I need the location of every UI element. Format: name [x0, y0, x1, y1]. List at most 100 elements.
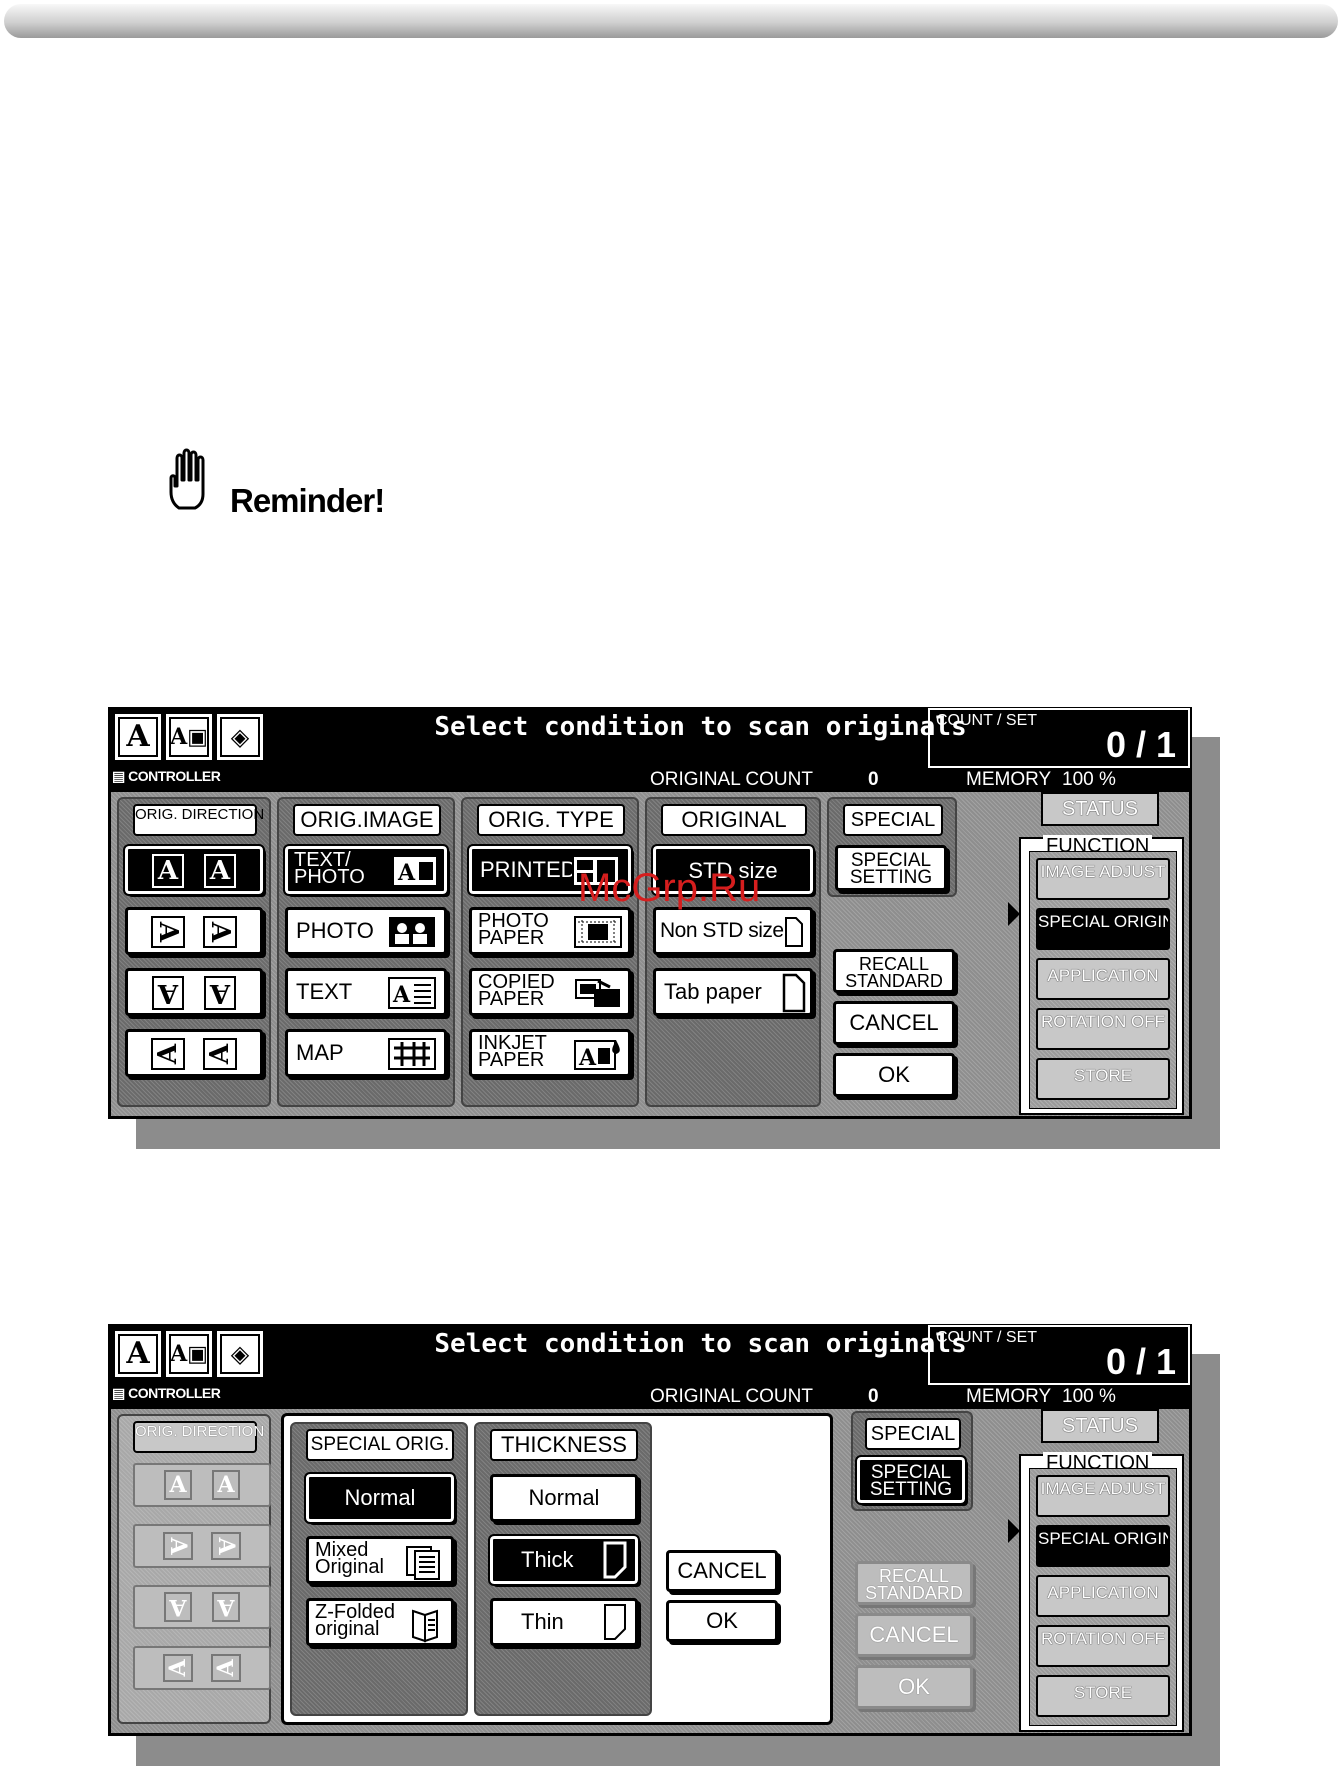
- printer-icon: ▤: [112, 768, 125, 784]
- photo-paper-button[interactable]: PHOTO PAPER: [469, 907, 631, 955]
- thick-page-icon: [603, 1541, 627, 1581]
- status-button[interactable]: STATUS: [1041, 1409, 1159, 1443]
- function-pointer-icon: [1008, 1519, 1020, 1543]
- rotation-off-button[interactable]: ROTATION OFF: [1036, 1008, 1170, 1050]
- mixed-original-icon: [405, 1545, 445, 1581]
- rotation-off-button[interactable]: ROTATION OFF: [1036, 1625, 1170, 1667]
- thick-button[interactable]: Thick: [488, 1534, 640, 1586]
- printer-icon: ▤: [112, 1385, 125, 1401]
- cancel-button[interactable]: CANCEL: [833, 1001, 955, 1045]
- count-set-display: COUNT / SET 0 / 1: [928, 708, 1190, 768]
- memory-value: 100 %: [1062, 1386, 1116, 1407]
- thin-label: Thin: [521, 1609, 564, 1634]
- ok-label: OK: [898, 1674, 930, 1699]
- count-set-label: COUNT / SET: [936, 1329, 1038, 1346]
- special-group: SPECIAL SPECIAL SETTING: [827, 797, 957, 897]
- thickness-normal-button[interactable]: Normal: [490, 1474, 638, 1522]
- thin-page-icon: [603, 1603, 627, 1643]
- store-button[interactable]: STORE: [1036, 1058, 1170, 1100]
- cancel-label: CANCEL: [869, 1622, 959, 1647]
- special-original-panel: A A▣ ◈ Select condition to scan original…: [108, 1324, 1192, 1736]
- photo-label: PHOTO: [296, 918, 374, 943]
- page-header-bar: [4, 4, 1338, 38]
- tab-special-orig: SPECIAL ORIG.: [306, 1429, 454, 1461]
- copied-paper-label: COPIED PAPER: [478, 971, 555, 1010]
- orient-right-icon: A: [203, 1038, 237, 1071]
- controller-indicator: ▤ CONTROLLER: [112, 768, 221, 785]
- copied-paper-button[interactable]: COPIED PAPER: [469, 968, 631, 1016]
- inkjet-paper-icon: A: [574, 1038, 622, 1074]
- text-icon: A: [388, 977, 436, 1013]
- original-group: ORIGINAL STD size Non STD size Tab paper: [645, 797, 821, 1107]
- controller-indicator: ▤ CONTROLLER: [112, 1385, 221, 1402]
- special-setting-button[interactable]: SPECIAL SETTING: [835, 845, 947, 891]
- tab-paper-label: Tab paper: [664, 979, 762, 1004]
- orient-a-icon: A: [164, 1469, 192, 1500]
- page-icon: [784, 916, 804, 952]
- hand-icon: [169, 448, 205, 510]
- rotation-icon[interactable]: ◈: [217, 714, 263, 760]
- popup-ok-button[interactable]: OK: [666, 1600, 778, 1642]
- printed-button[interactable]: PRINTED: [467, 844, 633, 896]
- z-folded-original-button[interactable]: Z-Folded original: [306, 1598, 454, 1646]
- non-std-size-button[interactable]: Non STD size: [653, 907, 813, 955]
- special-orig-normal-button[interactable]: Normal: [304, 1472, 456, 1524]
- text-photo-icon: A: [392, 855, 438, 891]
- special-original-popup: SPECIAL ORIG. Normal Mixed Original Z-Fo…: [281, 1413, 833, 1725]
- orient-down-icon: A: [164, 1591, 192, 1622]
- status-button[interactable]: STATUS: [1041, 792, 1159, 826]
- tab-paper-button[interactable]: Tab paper: [653, 968, 813, 1016]
- orient-down-icon: A: [204, 976, 236, 1011]
- text-photo-mode-icon[interactable]: A▣: [166, 1331, 212, 1377]
- image-adjust-button[interactable]: IMAGE ADJUST: [1036, 858, 1170, 900]
- special-original-button[interactable]: SPECIAL ORIGINAL: [1036, 1525, 1170, 1567]
- photo-icon: [388, 916, 436, 952]
- store-button[interactable]: STORE: [1036, 1675, 1170, 1717]
- mixed-original-label: Mixed Original: [315, 1539, 384, 1578]
- tab-orig-image: ORIG.IMAGE: [293, 804, 441, 836]
- original-count-value: 0: [868, 1386, 879, 1407]
- svg-text:A: A: [578, 1045, 597, 1070]
- z-folded-original-label: Z-Folded original: [315, 1601, 396, 1640]
- orient-left-icon: A: [203, 916, 237, 949]
- text-photo-mode-icon[interactable]: A▣: [166, 714, 212, 760]
- function-panel: FUNCTION IMAGE ADJUST SPECIAL ORIGINAL A…: [1019, 835, 1184, 1115]
- recall-standard-button: RECALL STANDARD: [855, 1561, 973, 1605]
- rotation-icon[interactable]: ◈: [217, 1331, 263, 1377]
- text-mode-icon[interactable]: A: [115, 1331, 161, 1377]
- std-size-label: STD size: [688, 858, 778, 884]
- application-button[interactable]: APPLICATION: [1036, 1575, 1170, 1617]
- ok-label: OK: [706, 1608, 738, 1633]
- std-size-button[interactable]: STD size: [651, 844, 815, 896]
- printed-icon: [572, 855, 620, 891]
- ok-button[interactable]: OK: [833, 1053, 955, 1097]
- text-mode-icon[interactable]: A: [115, 714, 161, 760]
- orig-type-group: ORIG. TYPE PRINTED PHOTO PAPER COPIED PA…: [461, 797, 639, 1107]
- map-button[interactable]: MAP: [285, 1029, 447, 1077]
- image-adjust-button[interactable]: IMAGE ADJUST: [1036, 1475, 1170, 1517]
- application-button[interactable]: APPLICATION: [1036, 958, 1170, 1000]
- thick-label: Thick: [521, 1547, 574, 1572]
- mixed-original-button[interactable]: Mixed Original: [306, 1536, 454, 1584]
- special-setting-button[interactable]: SPECIAL SETTING: [855, 1455, 967, 1505]
- tab-paper-icon: [782, 973, 806, 1013]
- svg-text:A: A: [392, 982, 411, 1008]
- special-original-button[interactable]: SPECIAL ORIGINAL: [1036, 908, 1170, 950]
- orient-left-icon: A: [163, 1531, 193, 1560]
- special-setting-label: SPECIAL SETTING: [869, 1462, 953, 1500]
- recall-standard-button[interactable]: RECALL STANDARD: [833, 949, 955, 993]
- count-set-label: COUNT / SET: [936, 712, 1038, 729]
- cancel-button: CANCEL: [855, 1613, 973, 1657]
- photo-button[interactable]: PHOTO: [285, 907, 447, 955]
- popup-cancel-button[interactable]: CANCEL: [666, 1550, 778, 1592]
- thin-button[interactable]: Thin: [490, 1598, 638, 1646]
